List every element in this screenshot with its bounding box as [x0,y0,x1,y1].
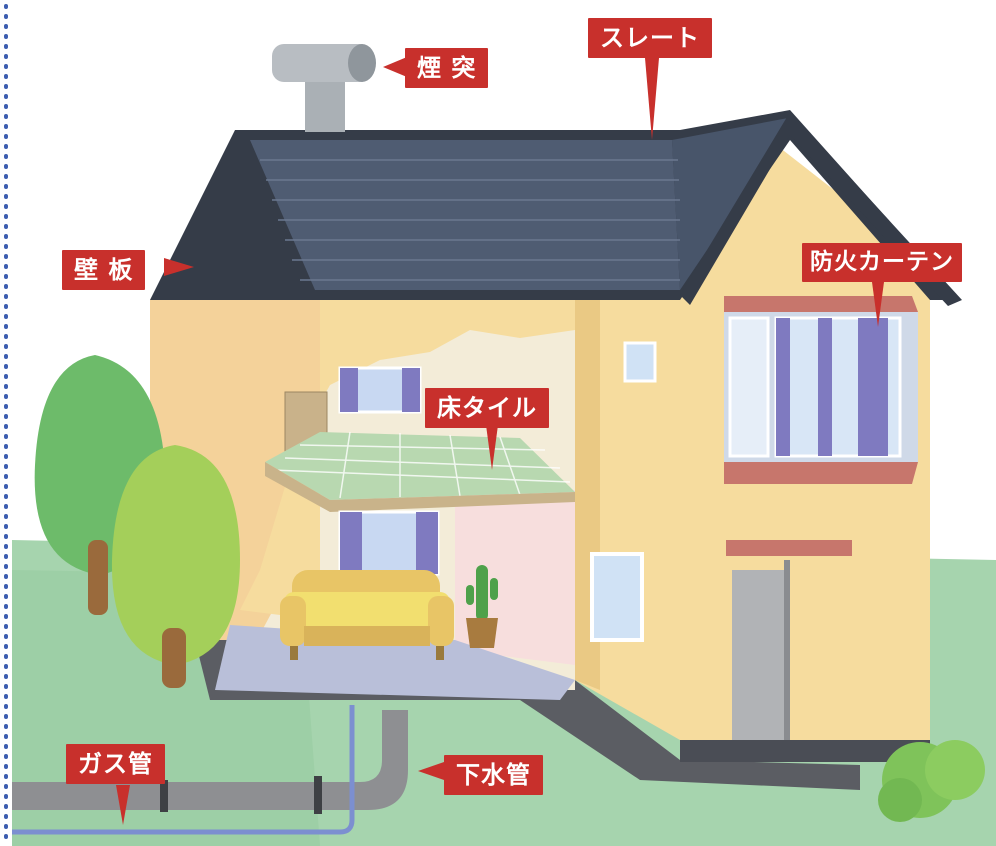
pipe-joint [160,780,168,812]
callout-tail-fire-curtain [872,282,884,327]
front-window [590,552,644,642]
label-wall-board: 壁 板 [62,250,146,290]
small-window [623,341,657,383]
callout-tail-floor-tile [486,425,498,470]
gable-roof-trim [680,112,962,306]
label-fire-curtain: 防火カーテン [802,243,962,282]
callout-tail-sewer-pipe [418,762,444,780]
roof-slate-lines [260,159,680,281]
label-sewer-pipe: 下水管 [444,755,543,795]
callout-tail-wall-board [164,258,194,276]
curtain-left [340,512,362,574]
shrub-icon [878,740,985,822]
sofa-icon [280,570,454,660]
door-awning [726,540,852,556]
pipe-joint [314,776,322,814]
label-chimney: 煙 突 [405,48,489,88]
callout-tail-slate [645,58,659,140]
bay-window [724,296,918,484]
roof-slate-right [672,118,788,290]
curtain-right [416,512,438,574]
callout-tail-chimney [383,57,407,77]
curtain-right [402,368,420,412]
chimney-icon [272,44,376,132]
callout-tail-gas-pipe [116,785,130,825]
floor-tile-grid [271,431,571,499]
label-floor-tile: 床タイル [425,388,549,428]
tree-icon [111,445,240,688]
foundation [680,740,930,762]
water-pipe [12,705,355,835]
label-gas-pipe: ガス管 [66,744,165,784]
floor-tile-edge [265,462,575,512]
front-door [732,570,784,740]
curtain-left [340,368,358,412]
cactus-icon [466,565,498,648]
wall-cut-edge [240,300,575,620]
gas-pipe [12,782,342,810]
roof-slate-left [250,140,680,290]
door-frame [784,560,790,740]
label-slate: スレート [588,18,712,58]
